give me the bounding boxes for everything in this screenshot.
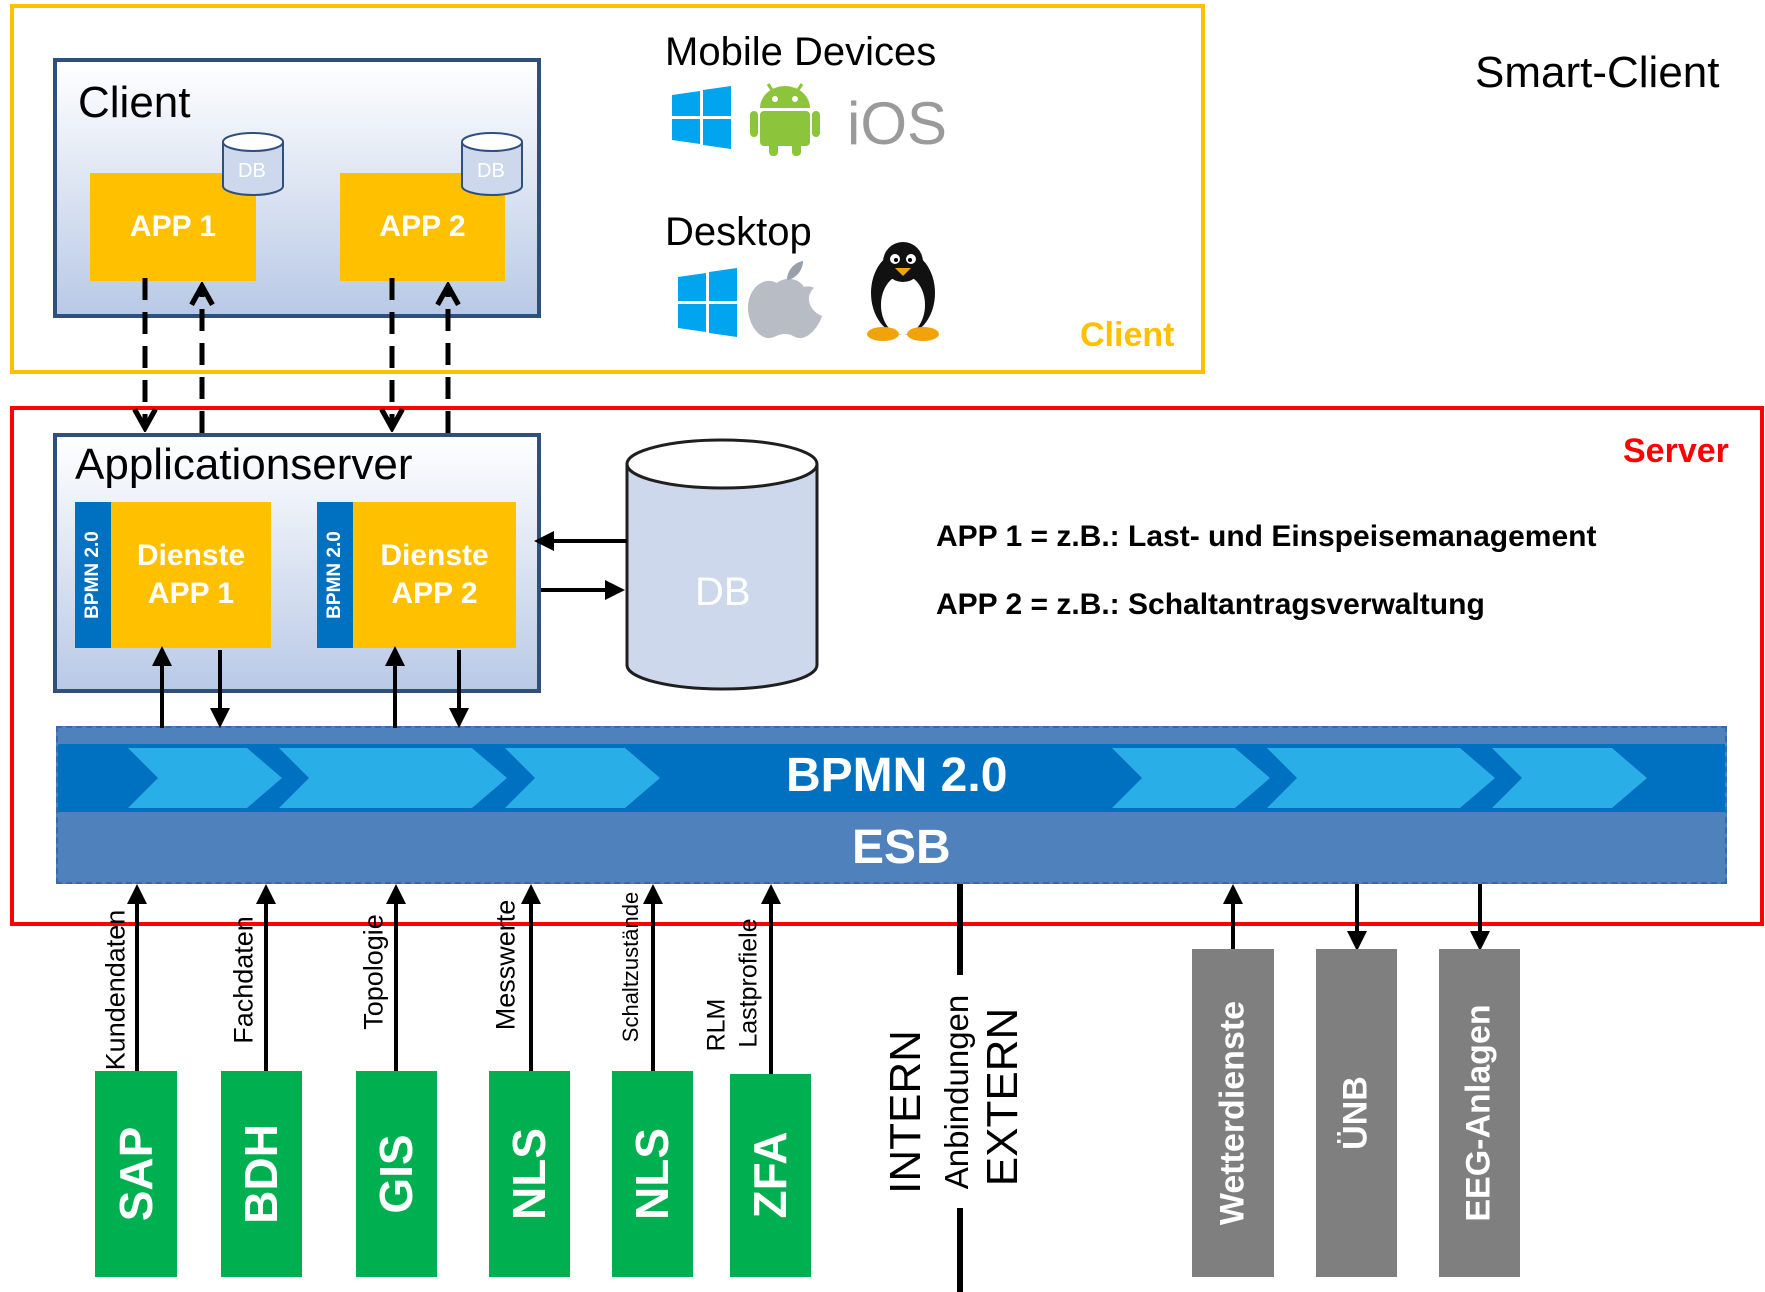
server-zone-label: Server (1623, 432, 1729, 470)
system-eeg-anlagen (1439, 949, 1520, 1277)
flow-label-messwerte: Messwerte (490, 899, 521, 1031)
db-cylinder-icon (625, 438, 819, 691)
mobile-devices-title: Mobile Devices (665, 30, 937, 74)
system-nls-1 (489, 1071, 570, 1277)
apple-icon (747, 261, 822, 339)
client-zone-frame (10, 4, 1205, 374)
system-wetterdienste-label: Wetterdienste (1213, 1000, 1252, 1226)
ios-icon: iOS (847, 90, 947, 157)
flow-label-schaltzustaende: Schaltzustände (618, 891, 643, 1043)
linux-icon (867, 242, 939, 341)
chevron-arrow-icon (1267, 748, 1495, 808)
page-title: Smart-Client (1475, 48, 1720, 97)
system-sap (95, 1071, 177, 1277)
flow-label-lastprofiele: Lastprofiele (734, 918, 763, 1048)
divider-extern-label: EXTERN (978, 1007, 1027, 1187)
system-wetterdienste (1192, 949, 1274, 1277)
server-db-label: DB (695, 570, 751, 614)
chevron-arrow-icon (505, 748, 660, 808)
esb-bar-label: ESB (852, 821, 951, 874)
service1-line2: APP 1 (147, 577, 235, 610)
android-icon (750, 83, 820, 156)
system-bdh (221, 1071, 302, 1277)
flow-label-fachdaten: Fachdaten (228, 916, 259, 1044)
chevron-arrow-icon (1112, 748, 1270, 808)
service2-line2: APP 2 (391, 577, 478, 610)
service1-line1: Dienste (136, 539, 246, 572)
client-db1-label: DB (238, 160, 266, 182)
system-eeg-anlagen-label: EEG-Anlagen (1459, 1004, 1498, 1222)
note-app2: APP 2 = z.B.: Schaltantragsverwaltung (936, 588, 1485, 621)
flow-label-rlm: RLM (702, 998, 731, 1052)
system-gis-label: GIS (370, 1134, 422, 1214)
system-bdh-label: BDH (235, 1124, 287, 1224)
flow-label-topologie: Topologie (358, 914, 389, 1030)
service2-bpmn-tag (317, 502, 353, 648)
client-panel-title: Client (78, 78, 191, 127)
bpmn-bar-label: BPMN 2.0 (786, 749, 1008, 802)
db-cylinder-icon (461, 132, 523, 196)
windows-desktop-icon (678, 268, 737, 337)
chevron-arrow-icon (128, 748, 282, 808)
system-nls-1-label: NLS (503, 1128, 555, 1220)
chevron-arrow-icon (1492, 748, 1647, 808)
service1-bpmn-tag (75, 502, 111, 648)
divider-intern-label: INTERN (881, 1030, 930, 1194)
system-gis (356, 1071, 437, 1277)
windows-icon (672, 86, 731, 149)
service1-box: Dienste APP 1 (111, 502, 271, 648)
client-zone-label: Client (1080, 316, 1175, 354)
system-zfa (730, 1074, 811, 1277)
chevron-arrow-icon (279, 748, 507, 808)
desktop-title: Desktop (665, 210, 812, 254)
note-app1: APP 1 = z.B.: Last- und Einspeisemanagem… (936, 520, 1597, 553)
db-cylinder-icon (222, 132, 284, 196)
system-sap-label: SAP (110, 1126, 162, 1222)
system-nls-2-label: NLS (626, 1128, 678, 1220)
flow-label-kundendaten: Kundendaten (100, 909, 131, 1071)
server-zone-frame (10, 406, 1764, 926)
system-nls-2 (612, 1071, 693, 1277)
service2-line1: Dienste (380, 539, 489, 572)
system-uenb (1316, 949, 1397, 1277)
client-db2-label: DB (477, 160, 505, 182)
service2-box: Dienste APP 2 (353, 502, 516, 648)
divider-anbindungen-label: Anbindungen (938, 994, 975, 1190)
appserver-title: Applicationserver (75, 440, 413, 489)
system-zfa-label: ZFA (744, 1131, 796, 1219)
system-uenb-label: ÜNB (1336, 1076, 1375, 1150)
